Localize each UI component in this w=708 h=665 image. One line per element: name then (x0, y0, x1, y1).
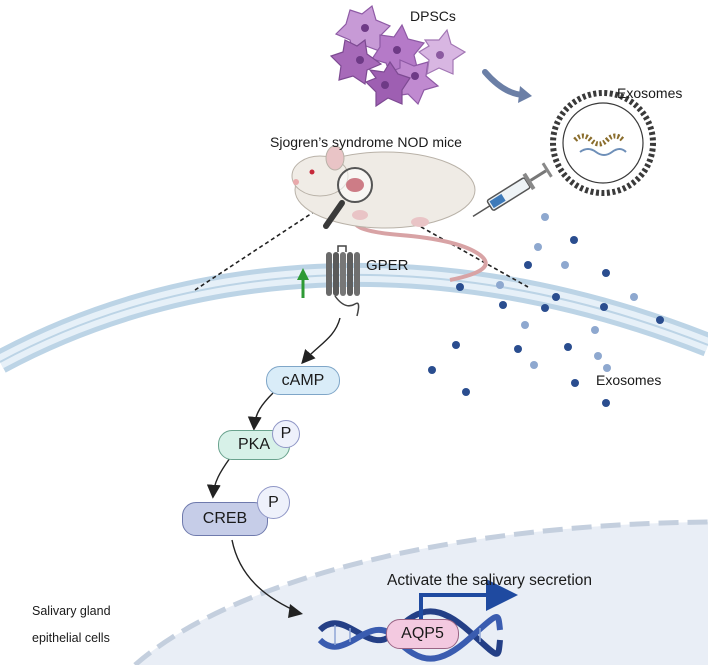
transcription-arrow (419, 579, 518, 620)
magnifier-icon (323, 167, 373, 229)
dpsc-cells-icon (329, 4, 467, 108)
gper-to-camp-arrow (301, 317, 341, 365)
syringe-icon (472, 162, 553, 218)
pka-phospho: P (272, 420, 300, 448)
cell-membrane (0, 262, 708, 373)
exosome-particles (428, 213, 664, 407)
camp-node: cAMP (266, 366, 340, 395)
exosome-vesicle-icon (550, 90, 656, 196)
pka-to-creb-arrow (206, 457, 231, 499)
creb-phospho: P (257, 486, 290, 519)
mice-label: Sjogren’s syndrome NOD mice (270, 134, 462, 150)
gper-receptor-icon (326, 245, 360, 317)
camp-to-pka-arrow (247, 392, 274, 431)
exosomes-mid-label: Exosomes (596, 372, 662, 388)
dpscs-label: DPSCs (410, 8, 456, 24)
activate-label: Activate the salivary secretion (387, 572, 593, 589)
cell-type-label-line1: Salivary gland (32, 604, 111, 618)
gper-label: GPER (366, 257, 409, 274)
mouse-icon (291, 145, 488, 282)
cell-type-label-line2: epithelial cells (32, 631, 110, 645)
aqp5-node: AQP5 (386, 619, 459, 649)
dpsc-to-exosome-arrow (482, 69, 528, 98)
exosomes-top-label: Exosomes (617, 85, 683, 101)
increase-arrow-icon (297, 268, 309, 298)
creb-node: CREB (182, 502, 268, 536)
